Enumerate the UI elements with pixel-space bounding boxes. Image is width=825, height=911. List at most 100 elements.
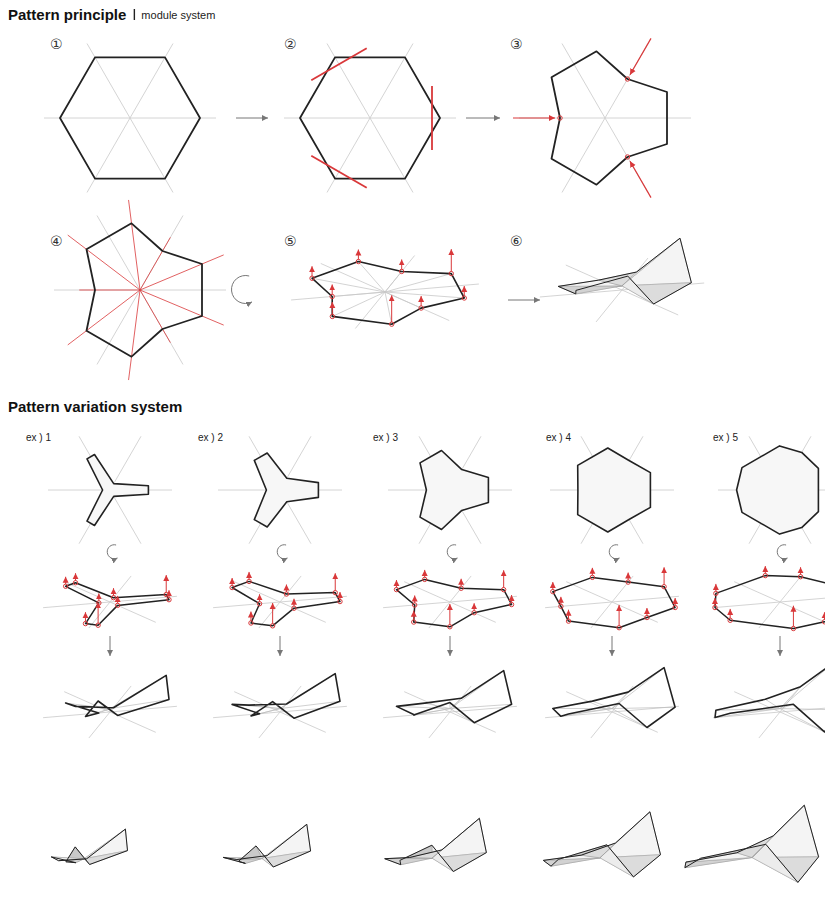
step-arrow xyxy=(413,611,414,620)
module-variant xyxy=(420,451,488,530)
fold-line xyxy=(129,290,140,380)
lift-point xyxy=(590,575,594,579)
step-arrow xyxy=(272,603,273,624)
lift-point xyxy=(763,573,767,577)
step-arrow xyxy=(451,249,452,271)
step-arrow xyxy=(630,161,651,197)
step-arrow xyxy=(630,38,651,74)
fold-line xyxy=(450,704,512,708)
lift-point xyxy=(645,615,649,619)
lift-point xyxy=(459,586,463,590)
step-arrow xyxy=(780,636,781,656)
fold-outline xyxy=(66,675,169,716)
step-arrow xyxy=(113,588,114,596)
lift-point xyxy=(247,579,251,583)
lift-point xyxy=(617,625,621,629)
lift-point xyxy=(257,602,261,606)
step-number: ④ xyxy=(50,233,63,249)
axis-line xyxy=(327,44,413,193)
example-label: ex ) 4 xyxy=(546,432,571,444)
step-arrow xyxy=(474,603,475,611)
fold-line xyxy=(140,290,224,325)
step-arrow xyxy=(715,584,716,592)
fold-face xyxy=(432,818,486,858)
example-label: ex ) 3 xyxy=(373,432,398,444)
subheading: module system xyxy=(141,9,215,22)
three-arm-module xyxy=(87,223,203,356)
fold-line xyxy=(68,290,140,345)
step-arrow xyxy=(714,598,715,606)
step-arrow xyxy=(800,567,801,575)
axis-line xyxy=(591,686,633,738)
notch-point xyxy=(625,155,629,159)
step-arrow xyxy=(560,597,561,605)
lift-point xyxy=(389,322,393,326)
step-arrow xyxy=(793,606,794,627)
module-variant xyxy=(87,455,148,526)
step-arrow xyxy=(286,585,287,593)
fold-line xyxy=(415,709,450,715)
lift-point xyxy=(566,619,570,623)
lift-point xyxy=(509,602,513,606)
step-arrow xyxy=(293,599,294,607)
step-arrow xyxy=(332,284,333,294)
fold-outline xyxy=(685,805,819,882)
step-arrow xyxy=(450,636,451,656)
step-arrow xyxy=(168,590,169,598)
lift-point xyxy=(97,601,101,605)
axis-line xyxy=(89,576,131,628)
axis-line xyxy=(713,596,825,607)
step-arrow xyxy=(424,570,425,578)
fold-line xyxy=(385,271,402,292)
step-arrow xyxy=(117,596,118,604)
fold-outline xyxy=(397,671,512,723)
rotate-symbol xyxy=(447,545,457,559)
axis-line xyxy=(87,44,173,193)
lift-point xyxy=(449,271,453,275)
cut-line xyxy=(311,48,366,80)
lift-point xyxy=(399,269,403,273)
lift-point xyxy=(626,580,630,584)
step-arrow xyxy=(312,266,313,276)
module-variant xyxy=(254,453,318,527)
projected-variant xyxy=(397,579,512,626)
lift-point xyxy=(330,314,334,318)
fold-outline xyxy=(558,238,691,304)
lift-point xyxy=(551,589,555,593)
lift-point xyxy=(333,590,337,594)
axis-line xyxy=(259,686,301,738)
notch-point xyxy=(625,77,629,81)
notch-point xyxy=(558,116,562,120)
step-arrow xyxy=(110,636,111,656)
projected-module xyxy=(312,262,464,325)
cut-line xyxy=(311,156,366,188)
fold-outline xyxy=(715,665,825,732)
step-arrow xyxy=(449,604,450,625)
lift-point xyxy=(472,611,476,615)
cut-line xyxy=(431,86,433,150)
step-arrow xyxy=(250,612,251,621)
step-arrow xyxy=(236,118,268,119)
fold-line xyxy=(332,292,385,296)
separator-bar xyxy=(134,9,135,20)
fold-line xyxy=(385,292,392,324)
lift-point xyxy=(164,592,168,596)
fold-line xyxy=(780,709,825,710)
lift-point xyxy=(714,591,718,595)
lift-point xyxy=(423,577,427,581)
axis-line xyxy=(355,255,414,328)
step-arrow xyxy=(332,302,333,314)
step-number: ⑥ xyxy=(510,233,523,249)
step-arrow xyxy=(85,612,86,621)
lift-point xyxy=(83,621,87,625)
step-arrow xyxy=(339,592,340,600)
fold-line xyxy=(553,708,612,709)
example-label: ex ) 5 xyxy=(713,432,738,444)
projected-variant xyxy=(715,576,825,629)
fold-line xyxy=(129,200,140,290)
projected-variant xyxy=(553,577,675,627)
lift-point xyxy=(462,296,466,300)
lift-point xyxy=(419,306,423,310)
lift-point xyxy=(662,584,666,588)
lift-point xyxy=(798,575,802,579)
